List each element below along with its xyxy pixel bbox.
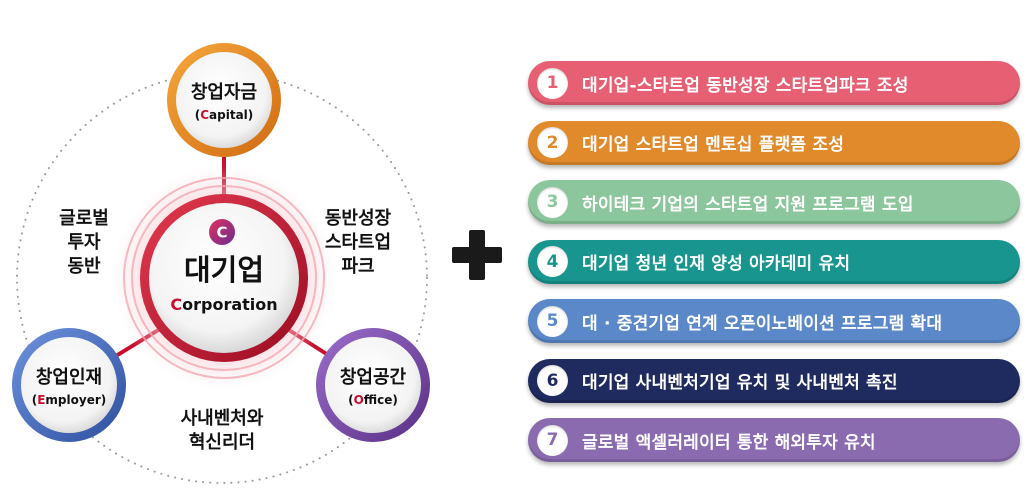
list-item: 6 대기업 사내벤처기업 유치 및 사내벤처 촉진 (528, 358, 1020, 403)
logo-letter: C (216, 224, 227, 242)
list-item: 7 글로벌 액셀러레이터 통한 해외투자 유치 (528, 418, 1020, 462)
node-capital-sub: (Capital) (195, 108, 254, 122)
item-number: 3 (537, 186, 568, 218)
node-capital-label: 창업자금 (191, 82, 257, 103)
corporation-logo-icon (209, 219, 235, 245)
item-label: 대 · 중견기업 연계 오픈이노베이션 프로그램 확대 (582, 313, 943, 334)
node-capital (176, 52, 272, 148)
node-office-label: 창업공간 (340, 367, 407, 388)
item-label: 대기업 사내벤처기업 유치 및 사내벤처 촉진 (582, 373, 898, 393)
node-office (325, 337, 421, 433)
center-circle (149, 203, 299, 353)
side-label-bottom-2: 혁신리더 (189, 431, 255, 453)
list-item: 2 대기업 스타트업 멘토십 플랫폼 조성 (528, 120, 1020, 165)
center-title: 대기업 (184, 253, 264, 287)
side-label-right-3: 파크 (341, 256, 374, 277)
side-label-bottom-1: 사내벤처와 (181, 408, 264, 429)
side-label-left-1: 글로벌 (59, 208, 109, 229)
list-item: 1 대기업-스타트업 동반성장 스타트업파크 조성 (528, 61, 1020, 105)
item-number: 1 (537, 67, 568, 99)
item-label: 대기업-스타트업 동반성장 스타트업파크 조성 (582, 75, 909, 96)
node-employer (21, 337, 117, 433)
list-item: 3 하이테크 기업의 스타트업 지원 프로그램 도입 (528, 180, 1020, 224)
item-label: 대기업 청년 인재 양성 아카데미 유치 (582, 254, 851, 274)
side-label-left-2: 투자 (67, 232, 101, 253)
list-item: 5 대 · 중견기업 연계 오픈이노베이션 프로그램 확대 (528, 299, 1020, 343)
item-number: 6 (537, 365, 568, 396)
item-number: 2 (537, 127, 568, 158)
item-number: 5 (537, 305, 568, 337)
plus-icon (452, 230, 502, 280)
item-label: 하이테크 기업의 스타트업 지원 프로그램 도입 (582, 194, 914, 215)
item-number: 7 (537, 424, 568, 456)
node-employer-sub: (Employer) (32, 393, 107, 407)
item-label: 대기업 스타트업 멘토십 플랫폼 조성 (582, 135, 845, 155)
list-item: 4 대기업 청년 인재 양성 아카데미 유치 (528, 239, 1020, 284)
side-label-left-3: 동반 (67, 256, 101, 277)
item-label: 글로벌 액셀러레이터 통한 해외투자 유치 (582, 432, 876, 453)
center-subtitle: Corporation (170, 295, 277, 314)
side-label-right-2: 스타트업 (325, 232, 391, 253)
node-office-sub: (Office) (348, 393, 398, 407)
item-number: 4 (537, 246, 568, 277)
node-employer-label: 창업인재 (36, 367, 102, 388)
side-label-right-1: 동반성장 (325, 208, 392, 229)
